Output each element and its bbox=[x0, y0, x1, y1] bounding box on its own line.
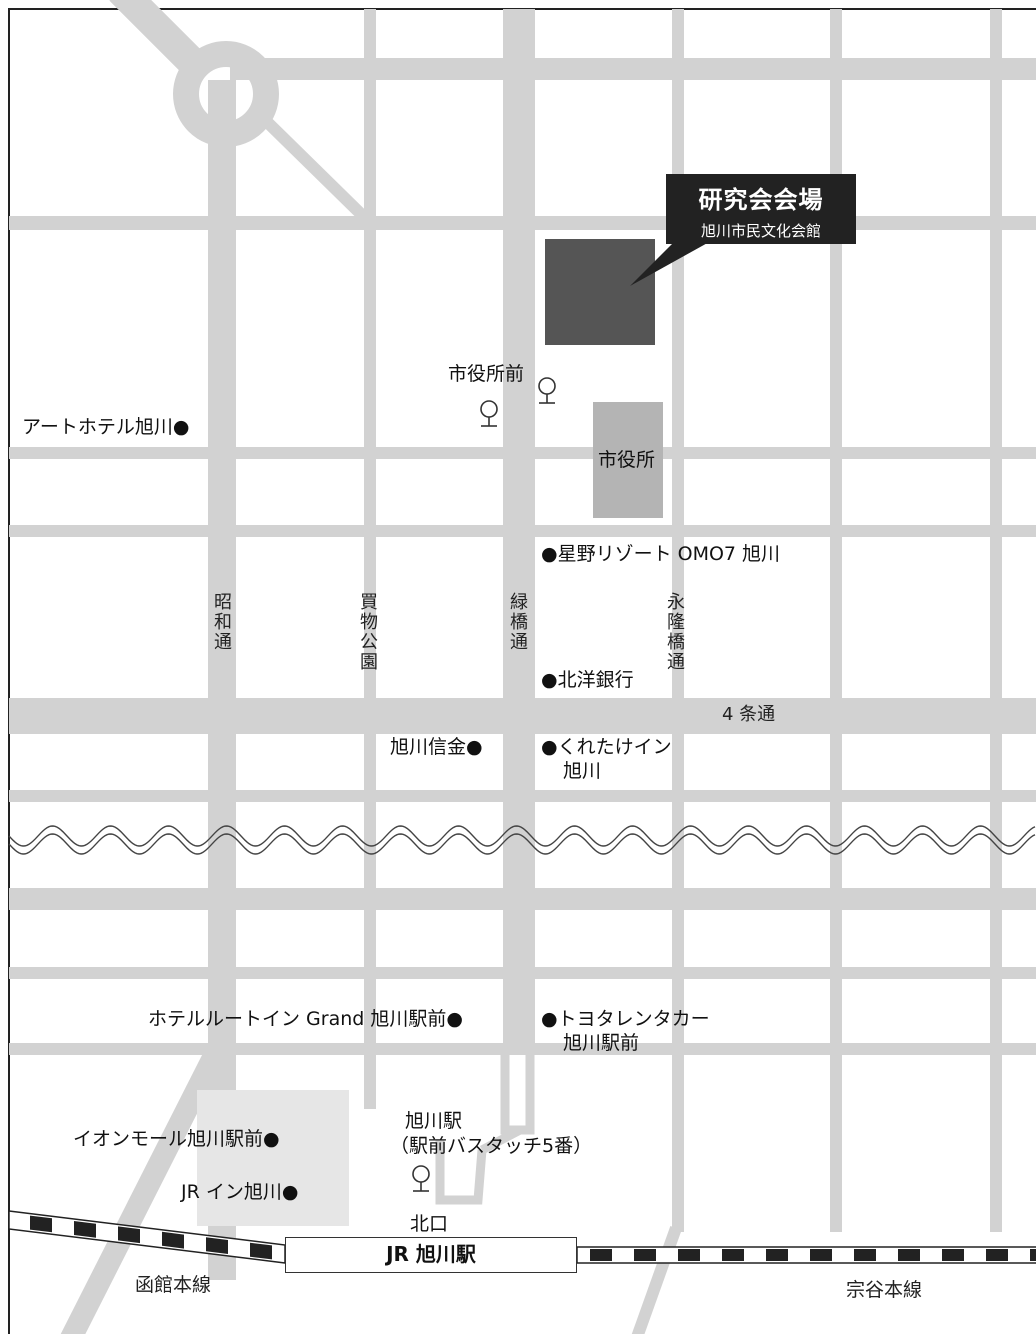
map-break-wave-upper bbox=[8, 825, 1036, 847]
bus-stop-icon bbox=[480, 400, 498, 427]
street-showa: 昭和通 bbox=[211, 592, 232, 652]
road-diag-ne bbox=[255, 110, 370, 223]
rail-dash bbox=[898, 1249, 920, 1261]
roundabout bbox=[173, 41, 279, 147]
rail-dash bbox=[30, 1215, 52, 1233]
landmark-asahikawa-shinkin: 旭川信金● bbox=[390, 736, 483, 758]
city-hall-label: 市役所 bbox=[598, 449, 656, 471]
road-station-link bbox=[479, 1126, 523, 1154]
road-diag-sw bbox=[60, 1035, 232, 1334]
rail-line-east: 宗谷本線 bbox=[846, 1279, 923, 1301]
street-eiryubashi: 永隆橋通 bbox=[664, 592, 685, 672]
road-station-loop bbox=[500, 1054, 535, 1135]
landmark-kuretake-line2: 旭川 bbox=[563, 760, 602, 782]
station-exit-label: 北口 bbox=[410, 1213, 449, 1235]
rail-dash bbox=[162, 1231, 184, 1249]
rail-dash bbox=[766, 1249, 788, 1261]
rail-dash bbox=[118, 1226, 140, 1244]
bus-stop-station-line1: 旭川駅 bbox=[405, 1110, 463, 1132]
rail-dash bbox=[590, 1249, 612, 1261]
rail-dash bbox=[1030, 1249, 1036, 1261]
road-midoribashi bbox=[503, 9, 535, 1054]
landmark-toyota-line2: 旭川駅前 bbox=[563, 1032, 640, 1054]
map-break-wave-lower bbox=[8, 833, 1036, 855]
road-diag-nw bbox=[109, 0, 211, 81]
rail-dash bbox=[74, 1221, 96, 1238]
rail-dash bbox=[250, 1242, 272, 1260]
station-box: JR 旭川駅 bbox=[285, 1237, 577, 1273]
landmark-hokuyo-bank: ●北洋銀行 bbox=[541, 669, 634, 691]
bus-stop-icon bbox=[412, 1165, 430, 1192]
rail-dash bbox=[942, 1249, 964, 1261]
rail-line-west: 函館本線 bbox=[135, 1274, 212, 1296]
landmark-omo7: ●星野リゾート OMO7 旭川 bbox=[541, 543, 781, 565]
callout-pointer bbox=[630, 236, 720, 286]
rail-dash bbox=[634, 1249, 656, 1261]
rail-dash bbox=[206, 1237, 228, 1254]
aeon-mall-block bbox=[197, 1090, 349, 1226]
road-north bbox=[230, 58, 1036, 80]
landmark-toyota-line1: ●トヨタレンタカー bbox=[541, 1008, 710, 1030]
rail-dash bbox=[678, 1249, 700, 1261]
road-eiryubashi bbox=[672, 9, 684, 1232]
roads bbox=[9, 9, 1036, 1280]
railway bbox=[8, 1210, 1036, 1264]
landmark-aeon-mall: イオンモール旭川駅前● bbox=[73, 1128, 280, 1150]
bus-stop-icons bbox=[412, 377, 556, 1192]
road-kaimono bbox=[364, 9, 376, 1109]
venue-title: 研究会会場 bbox=[698, 186, 824, 214]
road-v-830 bbox=[830, 9, 842, 1232]
venue-subtitle: 旭川市民文化会館 bbox=[700, 222, 821, 240]
street-midoribashi: 緑橋通 bbox=[507, 592, 528, 652]
landmark-art-hotel: アートホテル旭川● bbox=[22, 416, 190, 438]
venue-callout: 研究会会場 旭川市民文化会館 bbox=[666, 174, 856, 244]
rail-dash bbox=[722, 1249, 744, 1261]
landmark-kuretake-line1: ●くれたけイン bbox=[541, 736, 672, 758]
rail-dash bbox=[810, 1249, 832, 1261]
road-diag-se bbox=[631, 1225, 682, 1334]
rail-dash bbox=[986, 1249, 1008, 1261]
bus-stop-station-line2: （駅前バスタッチ5番） bbox=[390, 1135, 593, 1157]
street-kaimono: 買物公園 bbox=[357, 592, 378, 672]
road-v-990 bbox=[990, 9, 1002, 1232]
landmark-jr-inn: JR イン旭川● bbox=[181, 1181, 299, 1203]
venue-building bbox=[545, 239, 655, 345]
landmark-route-inn: ホテルルートイン Grand 旭川駅前● bbox=[148, 1008, 463, 1030]
bus-stop-shiyakusho-mae: 市役所前 bbox=[448, 363, 525, 385]
bus-stop-icon bbox=[538, 377, 556, 404]
city-hall-building bbox=[593, 402, 663, 518]
street-yonjo: 4 条通 bbox=[722, 704, 776, 725]
rail-dash bbox=[854, 1249, 876, 1261]
road-station-hook bbox=[435, 1140, 487, 1205]
